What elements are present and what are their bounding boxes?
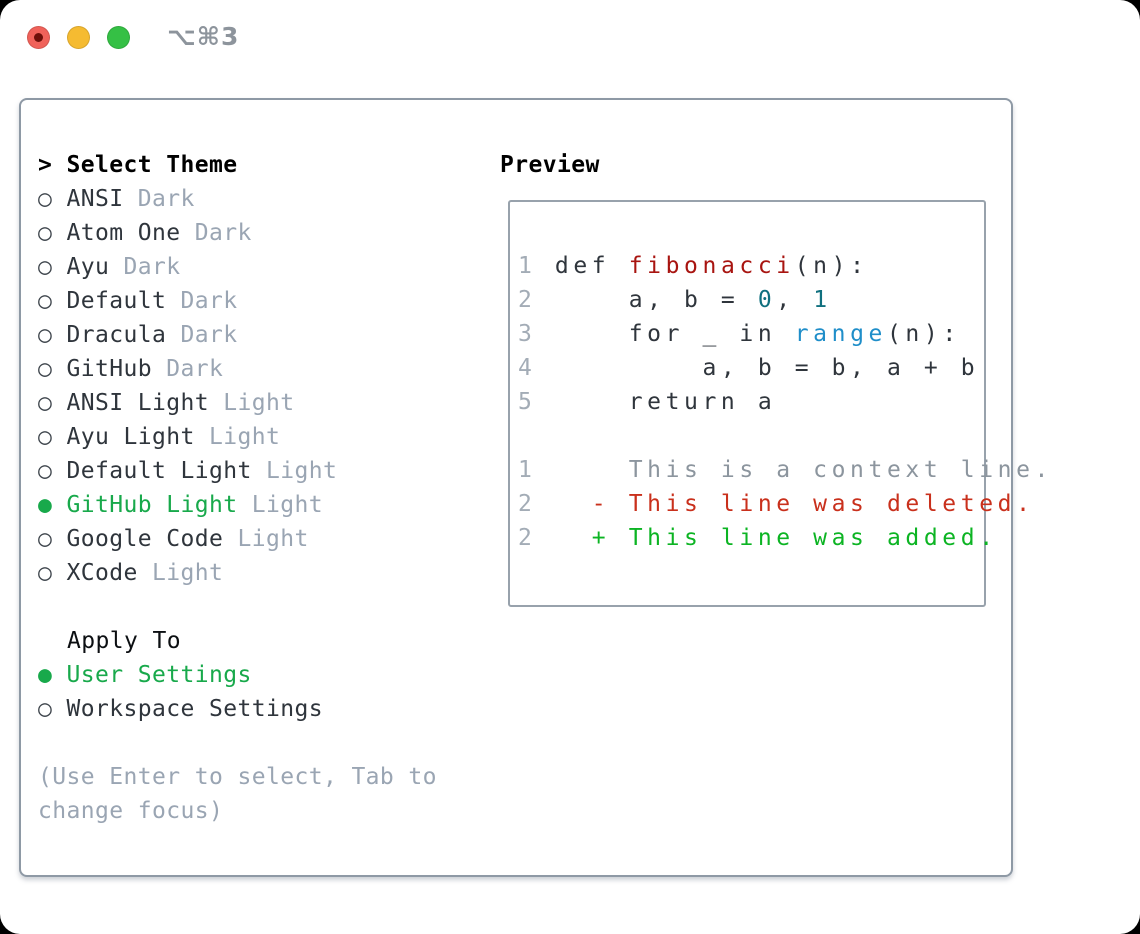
theme-variant: Dark <box>109 254 181 280</box>
theme-option-xcode[interactable]: ○ XCode Light <box>38 556 437 590</box>
theme-option-github[interactable]: ○ GitHub Dark <box>38 352 437 386</box>
theme-variant: Dark <box>166 288 238 314</box>
radio-icon: ○ <box>38 424 67 450</box>
code-preview: 1 def fibonacci(n): 2 a, b = 0, 1 3 for _ … <box>510 202 1053 555</box>
radio-icon: ○ <box>38 220 67 246</box>
zoom-button[interactable] <box>107 26 130 49</box>
keyboard-hint-line-1: (Use Enter to select, Tab to <box>38 764 437 790</box>
theme-name: Default Light <box>66 458 252 484</box>
radio-icon: ○ <box>38 458 67 484</box>
prompt-icon: > <box>38 152 67 178</box>
code-line: 2 + This line was added. <box>518 525 998 551</box>
theme-option-default-light[interactable]: ○ Default Light Light <box>38 454 437 488</box>
window-title: ⌥⌘3 <box>167 22 240 51</box>
apply-option-label: Workspace Settings <box>66 696 323 722</box>
select-theme-heading-label: Select Theme <box>66 152 238 178</box>
theme-option-ayu[interactable]: ○ Ayu Dark <box>38 250 437 284</box>
keyboard-hint-line-2: change focus) <box>38 798 224 824</box>
theme-option-default[interactable]: ○ Default Dark <box>38 284 437 318</box>
selected-radio-icon: ● <box>38 662 67 688</box>
apply-option-label: User Settings <box>66 662 252 688</box>
selected-radio-icon: ● <box>38 492 67 518</box>
radio-icon: ○ <box>38 186 67 212</box>
title-bar: ⌥⌘3 <box>0 0 1140 98</box>
theme-option-dracula[interactable]: ○ Dracula Dark <box>38 318 437 352</box>
code-line <box>518 419 984 453</box>
select-theme-heading: > Select Theme <box>38 148 437 182</box>
theme-name: ANSI <box>66 186 124 212</box>
preview-heading: Preview <box>500 152 600 178</box>
code-line: 1 This is a context line. <box>518 457 1053 483</box>
close-button[interactable] <box>27 26 50 49</box>
theme-option-google-code[interactable]: ○ Google Code Light <box>38 522 437 556</box>
code-line: 3 for _ in range(n): <box>518 321 961 347</box>
theme-option-ayu-light[interactable]: ○ Ayu Light Light <box>38 420 437 454</box>
theme-variant: Dark <box>123 186 195 212</box>
close-button-dot-icon <box>34 33 43 42</box>
radio-icon: ○ <box>38 696 67 722</box>
spacer <box>38 726 437 760</box>
theme-variant: Light <box>251 458 338 484</box>
radio-icon: ○ <box>38 356 67 382</box>
apply-option-user-settings[interactable]: ● User Settings <box>38 658 437 692</box>
theme-variant: Light <box>194 424 281 450</box>
code-line: 1 def fibonacci(n): <box>518 253 869 279</box>
theme-name: ANSI Light <box>66 390 209 416</box>
theme-name: GitHub Light <box>66 492 238 518</box>
theme-name: Atom One <box>66 220 181 246</box>
code-line: 4 a, b = b, a + b <box>518 355 980 381</box>
theme-variant: Light <box>237 492 323 518</box>
theme-picker: > Select Theme ○ ANSI Dark○ Atom One Dar… <box>38 148 437 828</box>
code-line: 2 a, b = 0, 1 <box>518 287 832 313</box>
apply-to-heading: Apply To <box>67 628 181 654</box>
radio-icon: ○ <box>38 254 67 280</box>
radio-icon: ○ <box>38 526 67 552</box>
preview-box: 1 def fibonacci(n): 2 a, b = 0, 1 3 for _ … <box>508 200 1053 607</box>
theme-variant: Light <box>137 560 224 586</box>
theme-option-github-light[interactable]: ● GitHub Light Light <box>38 488 437 522</box>
radio-icon: ○ <box>38 322 67 348</box>
radio-icon: ○ <box>38 390 67 416</box>
minimize-button[interactable] <box>67 26 90 49</box>
theme-variant: Dark <box>180 220 252 246</box>
theme-option-atom-one[interactable]: ○ Atom One Dark <box>38 216 437 250</box>
theme-list: ○ ANSI Dark○ Atom One Dark○ Ayu Dark○ De… <box>38 182 437 590</box>
theme-name: Ayu Light <box>66 424 195 450</box>
theme-name: Ayu <box>66 254 110 280</box>
theme-name: GitHub <box>66 356 152 382</box>
theme-variant: Light <box>208 390 295 416</box>
theme-variant: Light <box>223 526 309 552</box>
theme-name: Google Code <box>66 526 224 552</box>
radio-icon: ○ <box>38 560 67 586</box>
apply-option-workspace-settings[interactable]: ○ Workspace Settings <box>38 692 437 726</box>
theme-option-ansi-light[interactable]: ○ ANSI Light Light <box>38 386 437 420</box>
theme-variant: Dark <box>151 356 224 382</box>
theme-option-ansi[interactable]: ○ ANSI Dark <box>38 182 437 216</box>
radio-icon: ○ <box>38 288 67 314</box>
theme-dialog-panel: > Select Theme ○ ANSI Dark○ Atom One Dar… <box>19 98 1053 877</box>
theme-name: Default <box>66 288 167 314</box>
theme-name: Dracula <box>66 322 167 348</box>
apply-to-list: ● User Settings○ Workspace Settings <box>38 658 437 726</box>
theme-name: XCode <box>66 560 138 586</box>
spacer <box>38 590 437 624</box>
code-line: 5 return a <box>518 389 777 415</box>
code-line: 2 - This line was deleted. <box>518 491 1035 517</box>
theme-variant: Dark <box>166 322 238 348</box>
